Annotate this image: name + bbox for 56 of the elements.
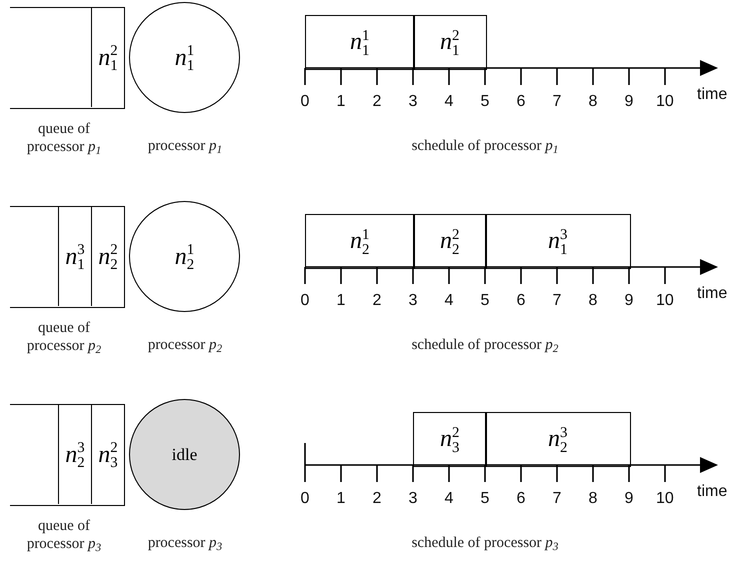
caption: schedule of processor p$_{3}$: [410, 534, 560, 554]
tick-label: 5: [480, 293, 490, 309]
schedule-task-bar: [305, 15, 414, 70]
tick-label: 1: [336, 491, 346, 507]
tick-label: 2: [372, 491, 382, 507]
tick-label: 3: [408, 491, 418, 507]
tick-label: 6: [516, 491, 526, 507]
node-label: queue of processor p$_{2}$: [26, 319, 102, 358]
tick-label: 6: [516, 94, 526, 110]
tick-label: 2: [372, 293, 382, 309]
tick-label: 0: [300, 94, 310, 110]
task-label: idle: [172, 446, 198, 463]
schedule-task-bar: [305, 214, 414, 268]
tick-label: 10: [656, 94, 674, 110]
tick-label: 3: [408, 293, 418, 309]
tick-label: 8: [588, 94, 598, 110]
queue-box: [10, 404, 125, 506]
tick-label: 5: [480, 491, 490, 507]
tick-label: 9: [624, 94, 634, 110]
tick-label: 3: [408, 94, 418, 110]
axis-label: time: [697, 286, 728, 302]
tick-label: 10: [656, 491, 674, 507]
tick-label: 8: [588, 293, 598, 309]
queue-box: [10, 206, 125, 308]
tick-label: 7: [552, 94, 562, 110]
schedule-task-bar: [413, 15, 486, 70]
schedule-task-bar: [413, 412, 486, 466]
tick-label: 8: [588, 491, 598, 507]
caption: schedule of processor p$_{1}$: [410, 137, 560, 158]
node-label: queue of processor p$_{1}$: [26, 120, 102, 158]
queue-box: [10, 7, 125, 109]
node-label: processor p$_{2}$: [146, 336, 224, 356]
schedule-task-bar: [485, 412, 630, 466]
tick-label: 9: [624, 293, 634, 309]
tick-label: 4: [444, 491, 454, 507]
caption: schedule of processor p$_{2}$: [410, 336, 560, 356]
axis-label: time: [697, 87, 728, 103]
tick-label: 7: [552, 491, 562, 507]
tick-label: 7: [552, 293, 562, 309]
schedule-task-bar: [485, 214, 630, 268]
tick-label: 4: [444, 293, 454, 309]
tick-label: 6: [516, 293, 526, 309]
tick-label: 2: [372, 94, 382, 110]
tick-label: 4: [444, 94, 454, 110]
node-label: processor p$_{1}$: [146, 137, 224, 158]
tick-label: 9: [624, 491, 634, 507]
tick-label: 0: [300, 491, 310, 507]
tick-label: 10: [656, 293, 674, 309]
node-label: queue of processor p$_{3}$: [26, 517, 102, 556]
tick-label: 1: [336, 293, 346, 309]
schedule-task-bar: [413, 214, 486, 268]
node-label: processor p$_{3}$: [146, 534, 224, 554]
tick-label: 0: [300, 293, 310, 309]
tick-label: 1: [336, 94, 346, 110]
axis-label: time: [697, 484, 728, 500]
tick-label: 5: [480, 94, 490, 110]
